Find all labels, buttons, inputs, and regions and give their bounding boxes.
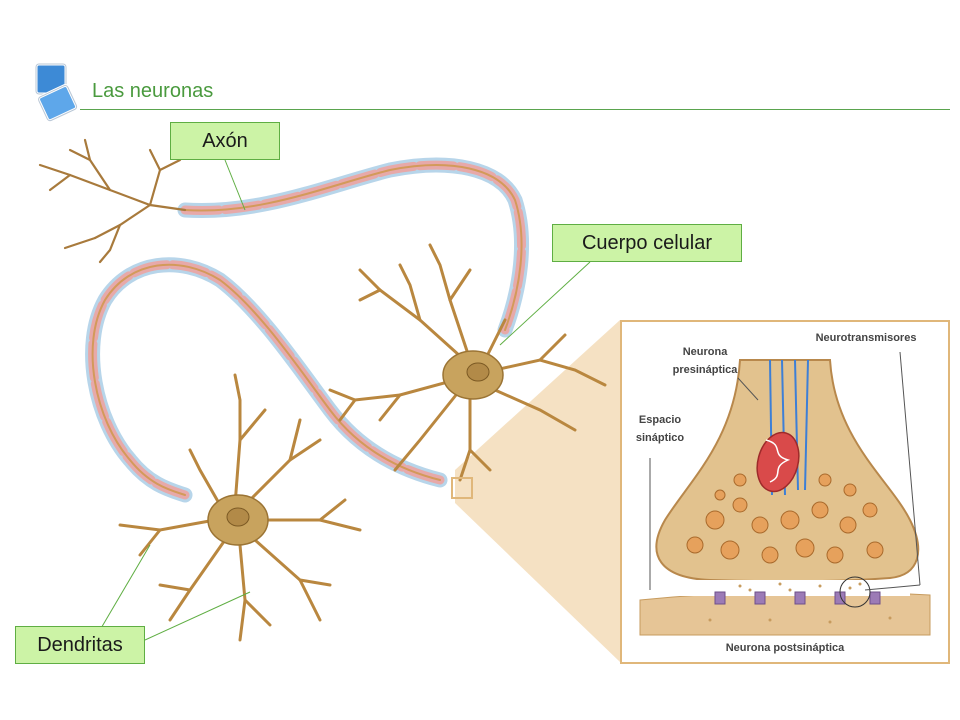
neurotransmitters-label: Neurotransmisores (798, 330, 934, 347)
lower-nucleus (227, 508, 249, 526)
cell-body-label: Cuerpo celular (552, 224, 742, 262)
dendrites-label: Dendritas (15, 626, 145, 664)
postsynaptic-label: Neurona postsináptica (690, 640, 880, 657)
presynaptic-label-line2: presináptica (660, 362, 750, 379)
lower-axon (93, 265, 440, 495)
upper-axon-terminal (40, 140, 185, 262)
presynaptic-label-line1: Neurona (660, 344, 750, 361)
upper-nucleus (467, 363, 489, 381)
synaptic-space-label-line2: sináptico (620, 430, 700, 447)
axon-label: Axón (170, 122, 280, 160)
postsynaptic-membrane (640, 592, 930, 635)
synaptic-space-label-line1: Espacio (620, 412, 700, 429)
upper-axon (185, 165, 522, 330)
